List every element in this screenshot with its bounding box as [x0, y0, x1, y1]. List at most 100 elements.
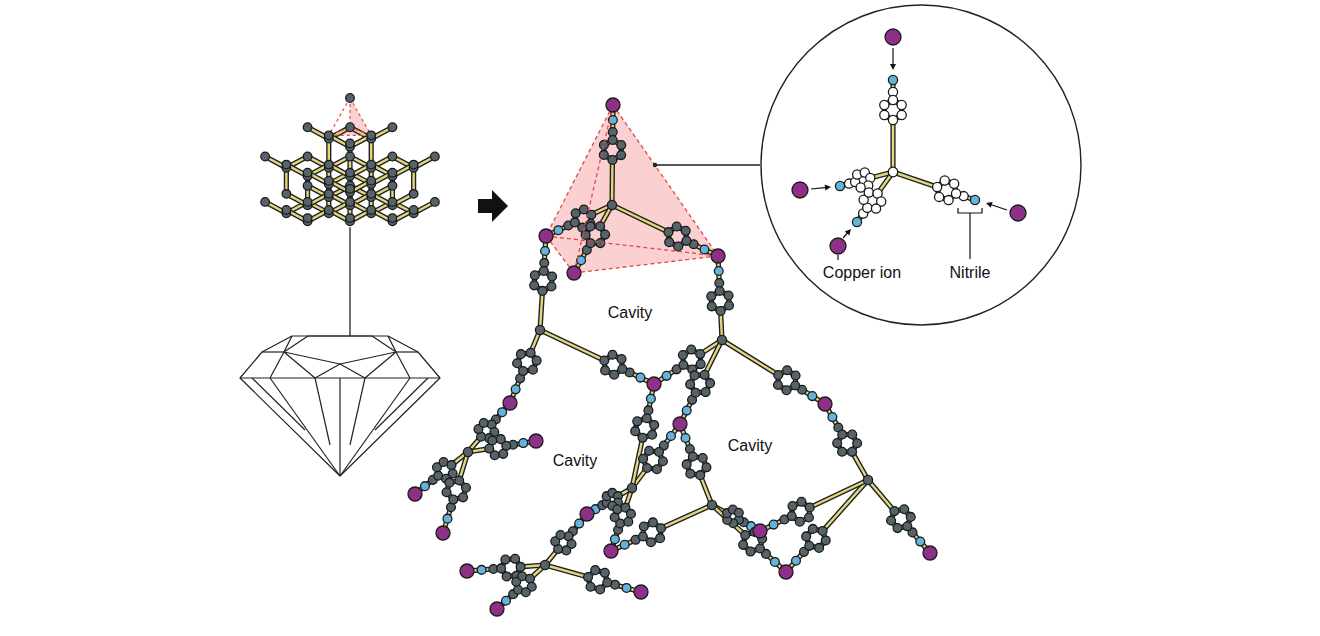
carbon-atom [864, 188, 873, 197]
carbon-atom [650, 421, 659, 430]
carbon-atom [833, 439, 842, 448]
carbon-atom [838, 447, 847, 456]
carbon-atom [610, 370, 619, 379]
copper-ion [818, 397, 832, 411]
nitrogen-atom [852, 217, 861, 226]
carbon-atom [488, 436, 497, 445]
bond [810, 480, 868, 508]
carbon-atom [707, 302, 716, 311]
carbon-atom [442, 488, 451, 497]
carbon-atom [739, 540, 748, 549]
gem-facet [396, 351, 418, 352]
nitrogen-atom [502, 596, 511, 605]
carbon-atom [303, 168, 312, 177]
framework [408, 98, 937, 616]
carbon-atom [951, 189, 960, 198]
carbon-atom [871, 204, 880, 213]
copper-ion [580, 507, 594, 521]
nitrile-bracket [958, 208, 982, 259]
inset-bonds [840, 80, 975, 222]
gem-facet [340, 378, 410, 476]
nitrogen-atom [519, 439, 528, 448]
inset-border [761, 5, 1081, 325]
carbon-atom [584, 573, 593, 582]
carbon-atom [624, 517, 633, 526]
carbon-atom [367, 206, 376, 215]
carbon-atom [513, 359, 522, 368]
copper-ion [1010, 205, 1026, 221]
carbon-atom [556, 531, 565, 540]
carbon-atom [499, 449, 508, 458]
carbon-atom [261, 152, 270, 161]
copper-ion [711, 249, 725, 263]
carbon-atom [696, 471, 705, 480]
carbon-atom [496, 435, 505, 444]
bond-outline [540, 291, 542, 330]
carbon-atom [303, 152, 312, 161]
leader-line [655, 164, 760, 165]
nitrogen-atom [575, 519, 584, 528]
bond [705, 340, 722, 375]
carbon-atom [431, 152, 440, 161]
carbon-atom [388, 152, 397, 161]
nitrogen-atom [636, 373, 645, 382]
nitrogen-atom [620, 540, 629, 549]
carbon-atom [688, 452, 697, 461]
carbon-atom [944, 196, 953, 205]
bond-outline [609, 160, 615, 205]
carbon-atom [691, 388, 700, 397]
nitrogen-atom [611, 535, 620, 544]
bond-outline [612, 205, 668, 232]
carbon-atom [367, 190, 376, 199]
carbon-atom [431, 198, 440, 207]
carbon-atom [815, 544, 824, 553]
carbon-atom [324, 176, 333, 185]
carbon-atom [706, 379, 715, 388]
nitrogen-atom [622, 584, 631, 593]
copper-ion [779, 565, 793, 579]
carbon-atom [539, 267, 548, 276]
carbon-atom [367, 131, 376, 140]
carbon-atom [863, 475, 872, 484]
carbon-atom [639, 454, 648, 463]
carbon-atom [893, 524, 902, 533]
bond [540, 291, 542, 330]
carbon-atom [702, 463, 711, 472]
bond-outline [545, 565, 588, 577]
carbon-atom [586, 222, 595, 231]
carbon-atom [529, 365, 538, 374]
bond-outline [823, 480, 868, 531]
carbon-atom [682, 236, 691, 245]
carbon-atom [741, 531, 750, 540]
carbon-atom [717, 335, 726, 344]
nitrogen-atom [667, 432, 676, 441]
carbon-atom [756, 544, 765, 553]
nitrogen-atom [808, 392, 817, 401]
copper-ion [885, 29, 901, 45]
carbon-atom [665, 238, 674, 247]
carbon-atom [346, 123, 355, 132]
gem-facet [350, 378, 365, 445]
copper-ion [647, 377, 661, 391]
copper-ion [673, 417, 687, 431]
inset-circle: Copper ionNitrile [760, 4, 1082, 326]
carbon-atom [934, 192, 943, 201]
gem-facet [284, 352, 315, 378]
nitrogen-atom [769, 520, 778, 529]
carbon-atom [655, 448, 664, 457]
carbon-atom [906, 513, 915, 522]
carbon-atom [501, 555, 510, 564]
arrow-line [811, 187, 827, 189]
arrow-head [825, 185, 831, 191]
carbon-atom [282, 190, 291, 199]
bond-outline [661, 505, 712, 528]
carbon-atom [600, 568, 609, 577]
leader-line [837, 255, 838, 260]
carbon-atom [449, 495, 458, 504]
copper-ion [490, 602, 504, 616]
bond-outline [705, 340, 722, 375]
carbon-atom [603, 578, 612, 587]
tetrahedron-edge [546, 105, 613, 236]
carbon-atom [700, 370, 709, 379]
